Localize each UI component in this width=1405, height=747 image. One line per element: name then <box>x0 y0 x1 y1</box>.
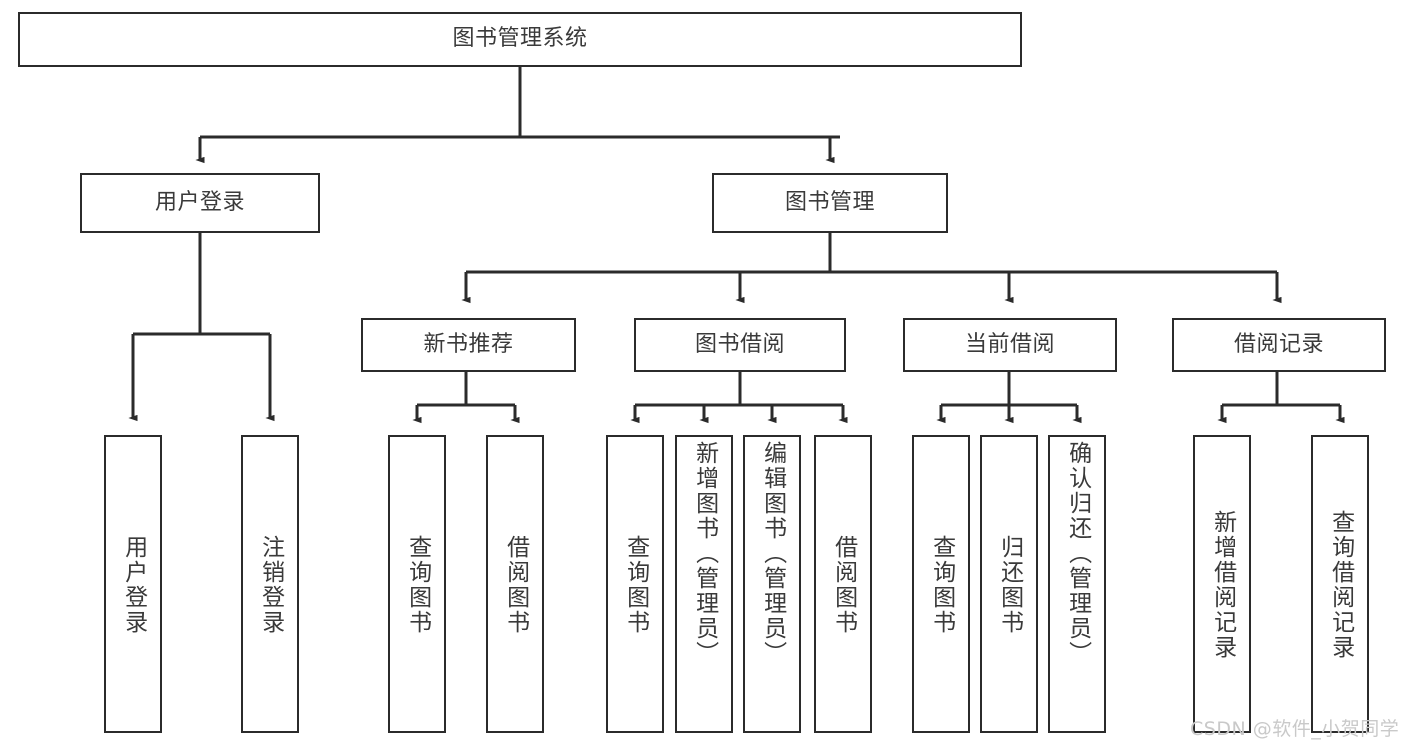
leaf-borrow-book-recommend[interactable]: 借阅图书 <box>486 435 544 733</box>
leaf-query-borrow-record[interactable]: 查询借阅记录 <box>1311 435 1369 733</box>
node-label: 借阅图书 <box>830 535 857 635</box>
node-label: 查询图书 <box>928 535 955 635</box>
node-label: 用户登录 <box>120 535 147 635</box>
node-current-borrow[interactable]: 当前借阅 <box>903 318 1117 372</box>
node-user-login[interactable]: 用户登录 <box>80 173 320 233</box>
node-label: 用户登录 <box>154 189 245 215</box>
node-new-book-recommend[interactable]: 新书推荐 <box>361 318 576 372</box>
node-label: 查询图书 <box>404 535 431 635</box>
node-label: 注销登录 <box>257 535 284 635</box>
leaf-borrow-book[interactable]: 借阅图书 <box>814 435 872 733</box>
node-label: 新增借阅记录 <box>1209 510 1236 660</box>
leaf-add-borrow-record[interactable]: 新增借阅记录 <box>1193 435 1251 733</box>
node-label: 当前借阅 <box>964 331 1055 357</box>
leaf-confirm-return-admin[interactable]: 确认归还（管理员） <box>1048 435 1106 733</box>
node-label: 新书推荐 <box>423 331 514 357</box>
node-label: 图书管理系统 <box>452 26 588 52</box>
leaf-return-book[interactable]: 归还图书 <box>980 435 1038 733</box>
leaf-query-book-recommend[interactable]: 查询图书 <box>388 435 446 733</box>
csdn-watermark: CSDN @软件_小贺同学 <box>1190 718 1400 740</box>
node-label: 新增图书（管理员） <box>691 441 718 666</box>
node-label: 确认归还（管理员） <box>1064 441 1091 666</box>
node-book-management[interactable]: 图书管理 <box>712 173 948 233</box>
node-label: 归还图书 <box>996 535 1023 635</box>
leaf-user-login[interactable]: 用户登录 <box>104 435 162 733</box>
leaf-query-book-current[interactable]: 查询图书 <box>912 435 970 733</box>
node-label: 编辑图书（管理员） <box>759 441 786 666</box>
node-label: 图书管理 <box>784 189 875 215</box>
node-borrow-record[interactable]: 借阅记录 <box>1172 318 1386 372</box>
node-label: 查询借阅记录 <box>1327 510 1354 660</box>
node-book-borrow[interactable]: 图书借阅 <box>634 318 846 372</box>
leaf-user-logout[interactable]: 注销登录 <box>241 435 299 733</box>
node-label: 查询图书 <box>622 535 649 635</box>
leaf-query-book-borrow[interactable]: 查询图书 <box>606 435 664 733</box>
node-label: 图书借阅 <box>694 331 785 357</box>
node-root-system[interactable]: 图书管理系统 <box>18 12 1022 67</box>
leaf-edit-book-admin[interactable]: 编辑图书（管理员） <box>743 435 801 733</box>
node-label: 借阅图书 <box>502 535 529 635</box>
leaf-add-book-admin[interactable]: 新增图书（管理员） <box>675 435 733 733</box>
node-label: 借阅记录 <box>1233 331 1324 357</box>
